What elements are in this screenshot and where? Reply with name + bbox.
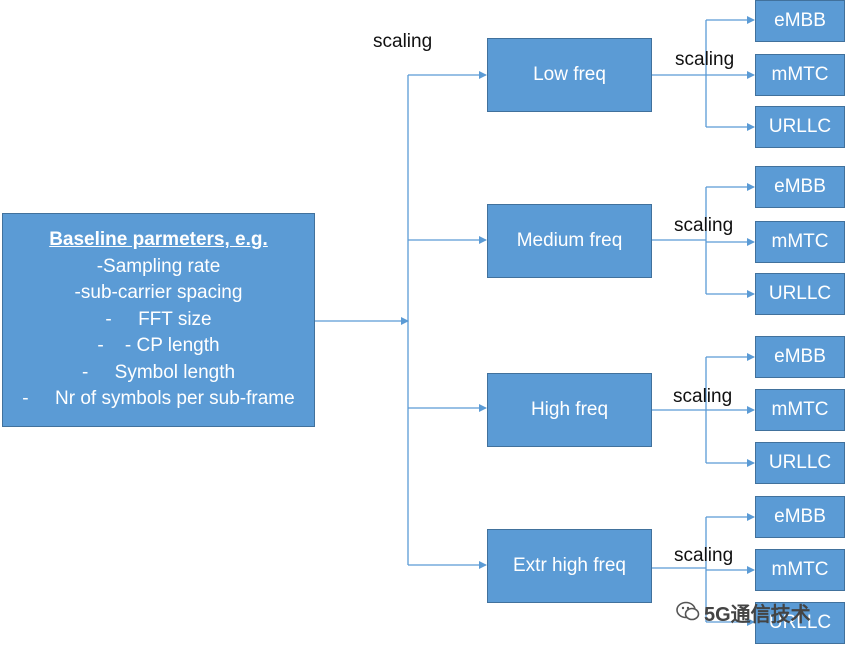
watermark-text: 5G通信技术	[704, 604, 811, 626]
baseline-line-symbol-length: - Symbol length	[81, 361, 236, 383]
baseline-title: Baseline parmeters, e.g.	[49, 229, 268, 251]
medium-freq-box: Medium freq	[487, 204, 652, 278]
high-freq-urllc-box: URLLC	[755, 442, 845, 484]
medium-freq-embb-box: eMBB	[755, 166, 845, 208]
baseline-line-fft-size: - FFT size	[105, 308, 212, 330]
scaling-label-low-freq: scaling	[675, 49, 735, 70]
high-freq-embb-box: eMBB	[755, 336, 845, 378]
scaling-label-medium-freq: scaling	[674, 215, 734, 236]
scaling-label-extr-high-freq: scaling	[674, 545, 734, 566]
baseline-parameters-box: Baseline parmeters, e.g. -Sampling rate …	[2, 213, 315, 427]
high-freq-mmtc-box: mMTC	[755, 389, 845, 431]
baseline-line-nr-symbols: - Nr of symbols per sub-frame	[22, 388, 295, 410]
low-freq-urllc-box: URLLC	[755, 106, 845, 148]
baseline-line-cp-length: - - CP length	[97, 335, 220, 357]
baseline-line-subcarrier-spacing: -sub-carrier spacing	[74, 282, 243, 304]
low-freq-embb-box: eMBB	[755, 0, 845, 42]
extr-high-freq-mmtc-box: mMTC	[755, 549, 845, 591]
high-freq-box: High freq	[487, 373, 652, 447]
medium-freq-mmtc-box: mMTC	[755, 221, 845, 263]
medium-freq-urllc-box: URLLC	[755, 273, 845, 315]
baseline-line-sampling-rate: -Sampling rate	[96, 255, 221, 277]
scaling-label-high-freq: scaling	[673, 386, 733, 407]
low-freq-box: Low freq	[487, 38, 652, 112]
extr-high-freq-embb-box: eMBB	[755, 496, 845, 538]
extr-high-freq-box: Extr high freq	[487, 529, 652, 603]
extr-high-freq-urllc-box: URLLC	[755, 602, 845, 644]
wechat-logo-icon	[676, 601, 700, 621]
scaling-label-main: scaling	[373, 31, 433, 52]
low-freq-mmtc-box: mMTC	[755, 54, 845, 96]
